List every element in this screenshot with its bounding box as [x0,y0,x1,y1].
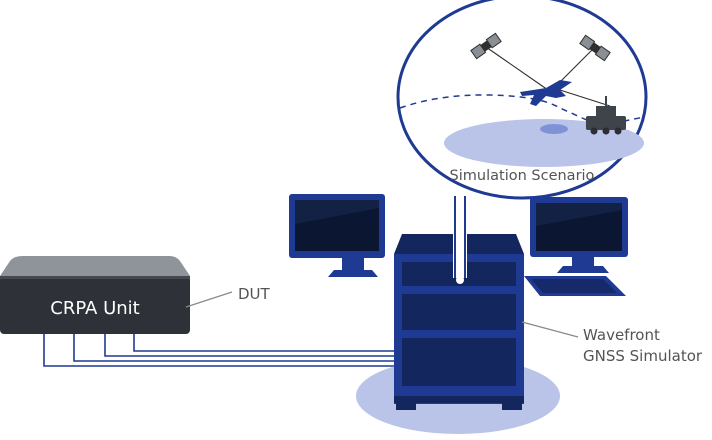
crpa-unit-label: CRPA Unit [50,298,139,319]
military-vehicle-icon [586,96,626,135]
dut-leader-line [185,291,233,308]
dut-label: DUT [238,285,271,303]
simulator-label-line1: Wavefront [583,326,660,344]
right-monitor [530,197,628,273]
satellite-icon [470,32,502,60]
scenario-label: Simulation Scenario [450,168,595,184]
simulator-label-line2: GNSS Simulator [583,347,703,365]
scenario-connector [453,196,467,284]
connector-dot [456,276,464,284]
signal-lines [485,46,611,107]
simulation-scenario-bubble: Simulation Scenario [396,0,648,200]
simulator-leader-line [521,321,579,338]
satellite-icon [579,34,611,62]
left-monitor [289,194,385,277]
cabinet-drawer [402,294,516,330]
rf-cables [43,334,395,367]
crpa-unit: CRPA Unit [0,256,190,334]
keyboard-icon [524,276,626,296]
cabinet-drawer [402,338,516,386]
aircraft-icon [520,80,572,106]
trajectory-line [399,94,645,127]
